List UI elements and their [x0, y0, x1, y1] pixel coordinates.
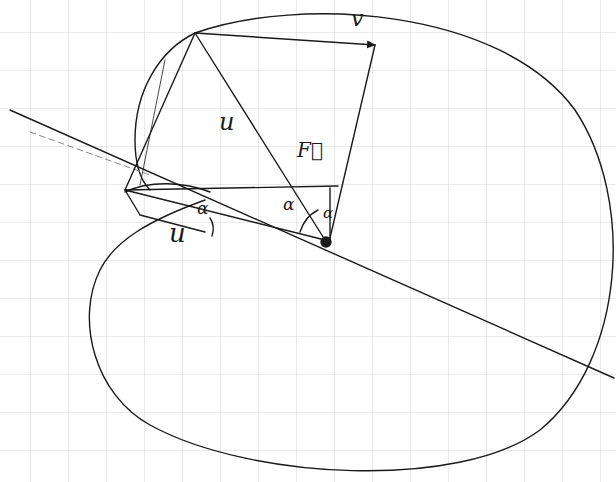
vector-label: u: [218, 110, 235, 134]
vector-label: α: [282, 196, 295, 213]
vector-label: α: [196, 200, 209, 217]
vector-label: F⃗: [296, 140, 324, 160]
vector-label: u: [168, 220, 187, 246]
vector-label: v: [350, 8, 364, 30]
vector-label: α: [322, 206, 334, 221]
